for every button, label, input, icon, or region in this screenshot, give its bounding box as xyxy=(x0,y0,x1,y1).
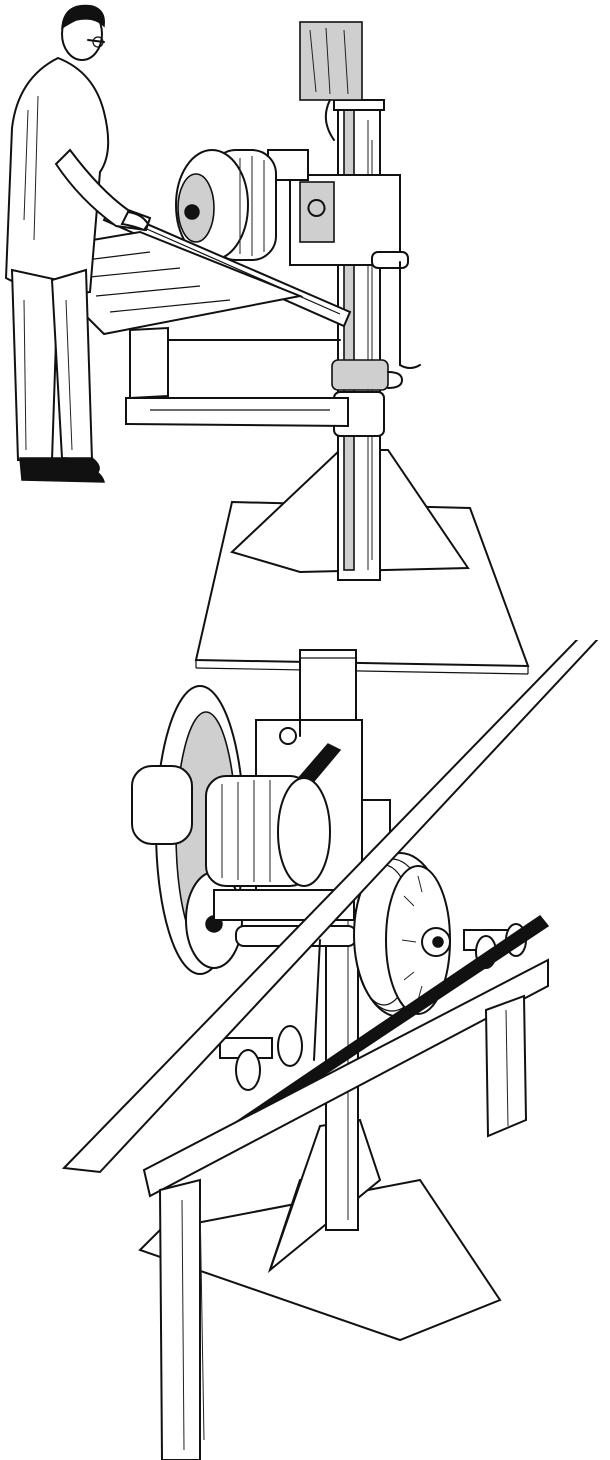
saw-carriage xyxy=(267,149,421,369)
operator-figure xyxy=(4,4,152,483)
control-box xyxy=(299,649,357,727)
saw-motor xyxy=(175,149,277,261)
saw-motor xyxy=(131,765,331,887)
illustration-saw-closeup xyxy=(0,640,610,1460)
table-frame xyxy=(125,326,349,428)
rail-stand xyxy=(142,958,549,1460)
saw-blade xyxy=(353,852,451,1018)
guide-roller-front xyxy=(219,1025,303,1091)
control-box xyxy=(299,21,363,141)
saw-column xyxy=(333,99,385,581)
illustration-operator-saw xyxy=(0,0,610,690)
